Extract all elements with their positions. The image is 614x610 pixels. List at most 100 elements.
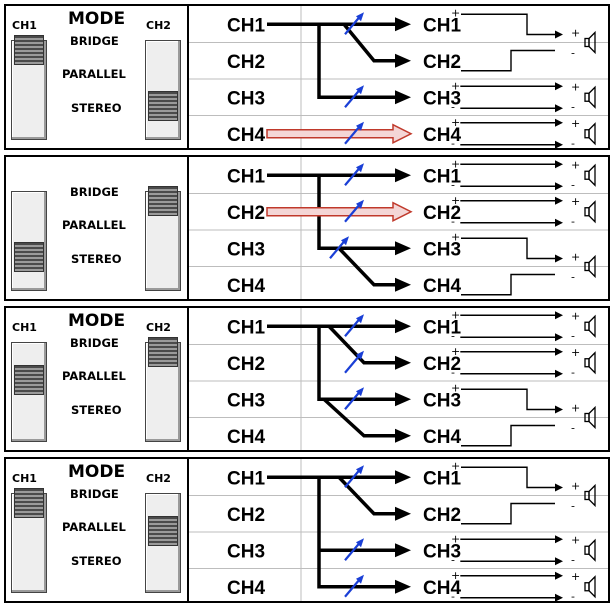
input-label-ch2: CH2 [227, 203, 265, 224]
speaker-icon [584, 575, 596, 599]
ch2-mode-switch[interactable] [145, 40, 181, 140]
input-label-ch1: CH1 [227, 15, 265, 36]
plus-sign: + [571, 117, 580, 130]
speaker-cone [588, 200, 596, 224]
switch-knob[interactable] [14, 365, 44, 395]
speaker-cone [588, 575, 596, 599]
speaker-cone [588, 483, 596, 508]
minus-sign: - [571, 500, 575, 513]
plus-sign: + [571, 309, 580, 322]
switch-knob[interactable] [148, 337, 178, 367]
speaker-cone [588, 538, 596, 562]
output-label-ch2: CH2 [423, 505, 461, 526]
ch1-label: CH1 [12, 472, 37, 485]
minus-sign: - [451, 178, 455, 191]
switch-knob[interactable] [14, 35, 44, 65]
wire-arrow [555, 311, 563, 320]
gain-arrow-head [356, 465, 364, 475]
wire-arrow [555, 483, 563, 492]
signal-arrow-icon [395, 17, 411, 32]
minus-sign: - [571, 178, 575, 191]
signal-arrow-icon [395, 579, 411, 594]
speaker-cone [588, 254, 596, 279]
ch2-mode-switch[interactable] [145, 337, 181, 442]
signal-arrow [317, 175, 395, 250]
speaker-icon [584, 254, 596, 279]
output-label-ch4: CH4 [423, 578, 461, 599]
gain-arrow-head [356, 387, 364, 397]
output-label-ch2: CH2 [423, 52, 461, 73]
option-bridge: BRIDGE [70, 185, 119, 199]
ch1-mode-switch[interactable] [11, 191, 47, 291]
speaker-icon [584, 163, 596, 187]
mode-title: MODE [68, 462, 126, 482]
gain-arrow-head [356, 163, 364, 173]
gain-arrow-head [356, 199, 364, 209]
ch1-mode-switch[interactable] [11, 488, 47, 593]
ch1-label: CH1 [12, 19, 37, 32]
output-label-ch1: CH1 [423, 15, 461, 36]
wire-arrow [555, 347, 563, 356]
wire-arrow [555, 104, 563, 113]
signal-arrow-icon [395, 53, 411, 68]
signal-arrow-icon [395, 355, 411, 370]
option-parallel: PARALLEL [62, 369, 126, 383]
signal-arrow-icon [395, 319, 411, 334]
switch-knob[interactable] [148, 91, 178, 121]
switch-knob[interactable] [148, 516, 178, 546]
switch-knob[interactable] [14, 488, 44, 518]
switch-knob[interactable] [148, 186, 178, 216]
plus-sign: + [571, 195, 580, 208]
disabled-arrow [266, 123, 413, 144]
plus-sign: + [571, 402, 580, 415]
output-label-ch1: CH1 [423, 317, 461, 338]
plus-sign: + [571, 251, 580, 264]
signal-arrow [322, 397, 395, 438]
wire-arrow [555, 557, 563, 566]
plus-sign: + [571, 570, 580, 583]
ch2-mode-switch[interactable] [145, 493, 181, 593]
option-stereo: STEREO [71, 101, 122, 115]
plus-sign: + [451, 194, 460, 207]
ch2-label: CH2 [146, 472, 171, 485]
speaker-icon [584, 314, 596, 338]
output-label-ch4: CH4 [423, 427, 461, 448]
plus-sign: + [451, 230, 460, 243]
gain-arrow-head [356, 350, 364, 360]
signal-arrow [337, 476, 395, 516]
wire-arrow [555, 535, 563, 544]
option-stereo: STEREO [71, 403, 122, 417]
input-label-ch2: CH2 [227, 505, 265, 526]
wire-arrow [555, 369, 563, 378]
mode-title: MODE [68, 9, 126, 29]
minus-sign: - [571, 137, 575, 148]
ch2-mode-switch[interactable] [145, 186, 181, 291]
ch1-mode-switch[interactable] [11, 342, 47, 442]
wire-arrow [555, 405, 563, 414]
minus-sign: - [571, 590, 575, 601]
wire-arrow [555, 182, 563, 191]
option-stereo: STEREO [71, 554, 122, 568]
bridge-wire-minus [461, 273, 555, 296]
minus-sign: - [451, 329, 455, 342]
ch1-mode-switch[interactable] [11, 35, 47, 140]
output-label-ch2: CH2 [423, 354, 461, 375]
wire-arrow [555, 218, 563, 227]
speaker-icon [584, 30, 596, 55]
minus-sign: - [451, 215, 455, 228]
speaker-cone [588, 163, 596, 187]
plus-sign: + [451, 308, 460, 321]
output-label-ch3: CH3 [423, 541, 461, 562]
switch-knob[interactable] [14, 242, 44, 272]
plus-sign: + [451, 381, 460, 394]
output-label-ch1: CH1 [423, 166, 461, 187]
minus-sign: - [451, 590, 455, 601]
wire-arrow [555, 196, 563, 205]
wire-arrow [555, 254, 563, 263]
signal-arrow-icon [395, 506, 411, 521]
speaker-icon [584, 405, 596, 430]
